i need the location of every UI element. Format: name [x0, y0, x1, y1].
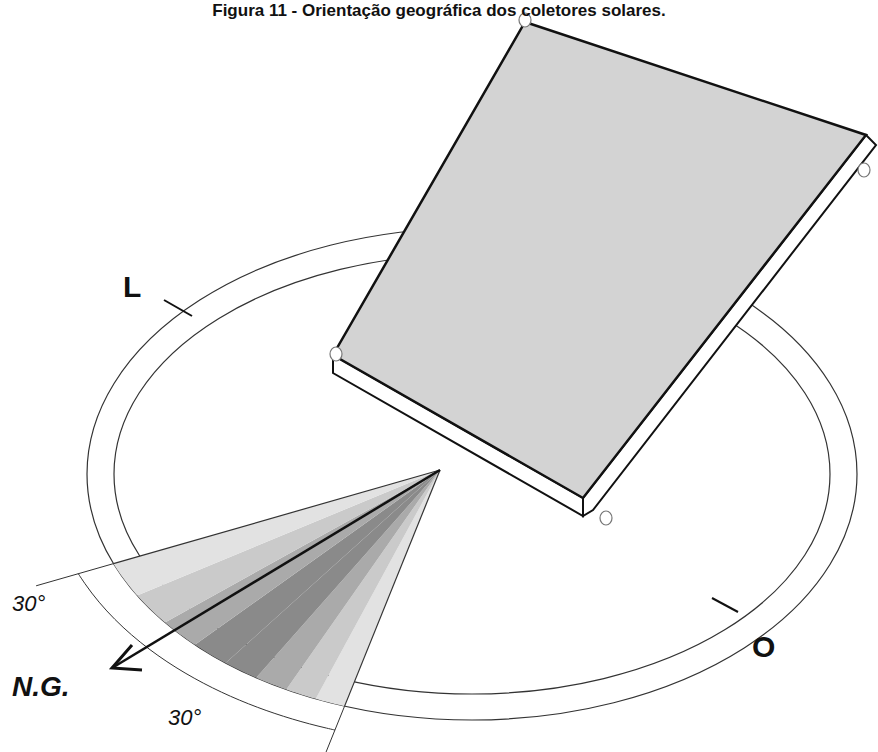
figure-title: Figura 11 - Orientação geográfica dos co… [212, 2, 666, 21]
north-arrowhead [112, 645, 142, 670]
angle-arc [78, 574, 335, 730]
east-tick [164, 300, 192, 316]
cardinal-east: L [123, 270, 141, 303]
angle-value: 30° [168, 706, 201, 730]
angle-tick [323, 706, 344, 752]
north-arrow [112, 470, 440, 668]
sector-edge [113, 470, 440, 564]
solar-collector [330, 13, 876, 525]
angle-tick [36, 564, 113, 586]
orientation-sector [113, 470, 440, 595]
north-label: N.G. [12, 672, 70, 703]
cardinal-west: O [752, 630, 775, 663]
angle-value: 30° [12, 592, 45, 616]
sector-edge [345, 470, 440, 706]
west-tick [712, 598, 738, 612]
